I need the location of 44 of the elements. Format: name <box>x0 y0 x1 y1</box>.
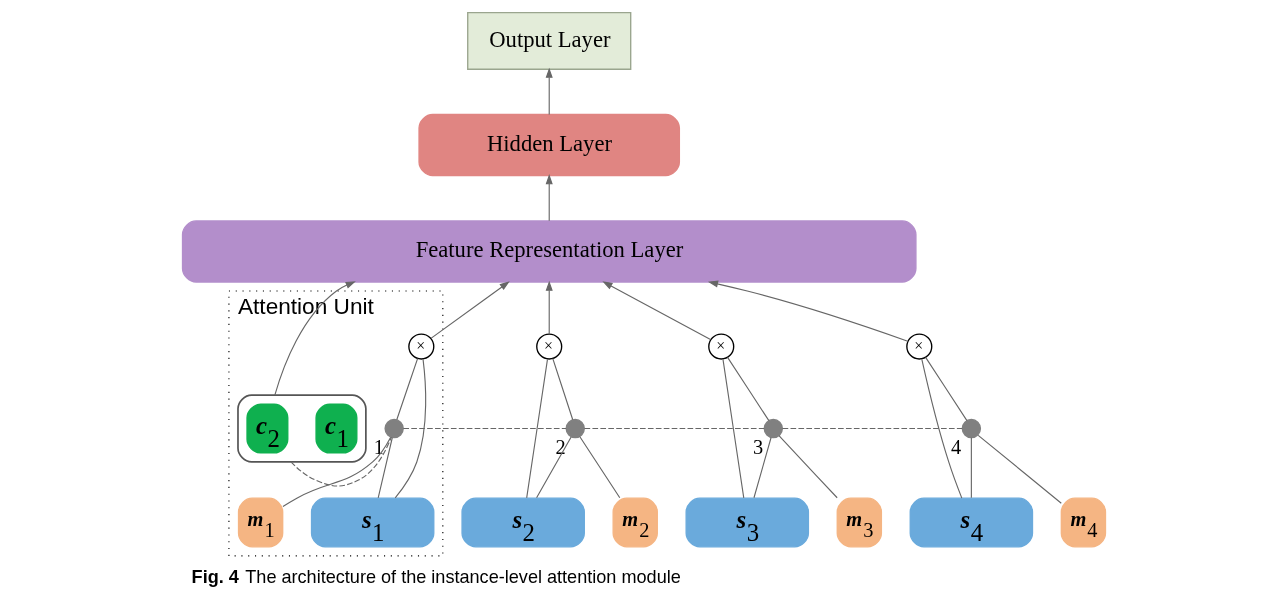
connector <box>289 436 392 487</box>
node-label: 4 <box>950 435 961 458</box>
node-box: Output Layer <box>466 11 631 70</box>
connector <box>924 356 967 422</box>
node-circle <box>763 418 783 439</box>
node-circle: × <box>905 333 932 360</box>
connector <box>781 428 963 430</box>
node-circle: × <box>407 333 434 360</box>
connector <box>394 358 426 499</box>
arrow <box>273 281 356 396</box>
node-box: Feature Representation Layer <box>181 220 917 283</box>
connector <box>551 358 573 421</box>
connector <box>578 435 620 499</box>
caption: Fig. 4 The architecture of the instance-level attention module <box>191 566 681 587</box>
connector <box>920 358 962 499</box>
arrow <box>601 281 711 341</box>
node-label: 1 <box>373 435 384 458</box>
arrow <box>429 281 510 339</box>
connector <box>583 428 765 430</box>
connector <box>977 434 1062 504</box>
node-circle <box>383 418 404 439</box>
arrow <box>545 174 553 222</box>
node-box: Hidden Layer <box>417 113 680 177</box>
node-circle: × <box>535 333 562 360</box>
node-circle: × <box>707 333 734 360</box>
connector <box>525 358 548 499</box>
arrow <box>707 280 908 342</box>
connector <box>721 358 744 499</box>
connector <box>777 435 838 499</box>
connector <box>395 358 418 421</box>
node-label: 2 <box>554 435 566 458</box>
connector <box>377 437 393 499</box>
node-circle <box>565 418 585 439</box>
arrow <box>545 280 553 335</box>
connector <box>281 436 391 507</box>
connector <box>726 356 769 422</box>
node-label: 3 <box>752 435 763 458</box>
connector <box>970 437 972 499</box>
arrow <box>545 67 553 116</box>
connector <box>535 436 572 499</box>
cluster <box>236 394 367 463</box>
connector <box>752 437 772 499</box>
connector <box>402 428 567 430</box>
node-circle <box>961 418 981 439</box>
